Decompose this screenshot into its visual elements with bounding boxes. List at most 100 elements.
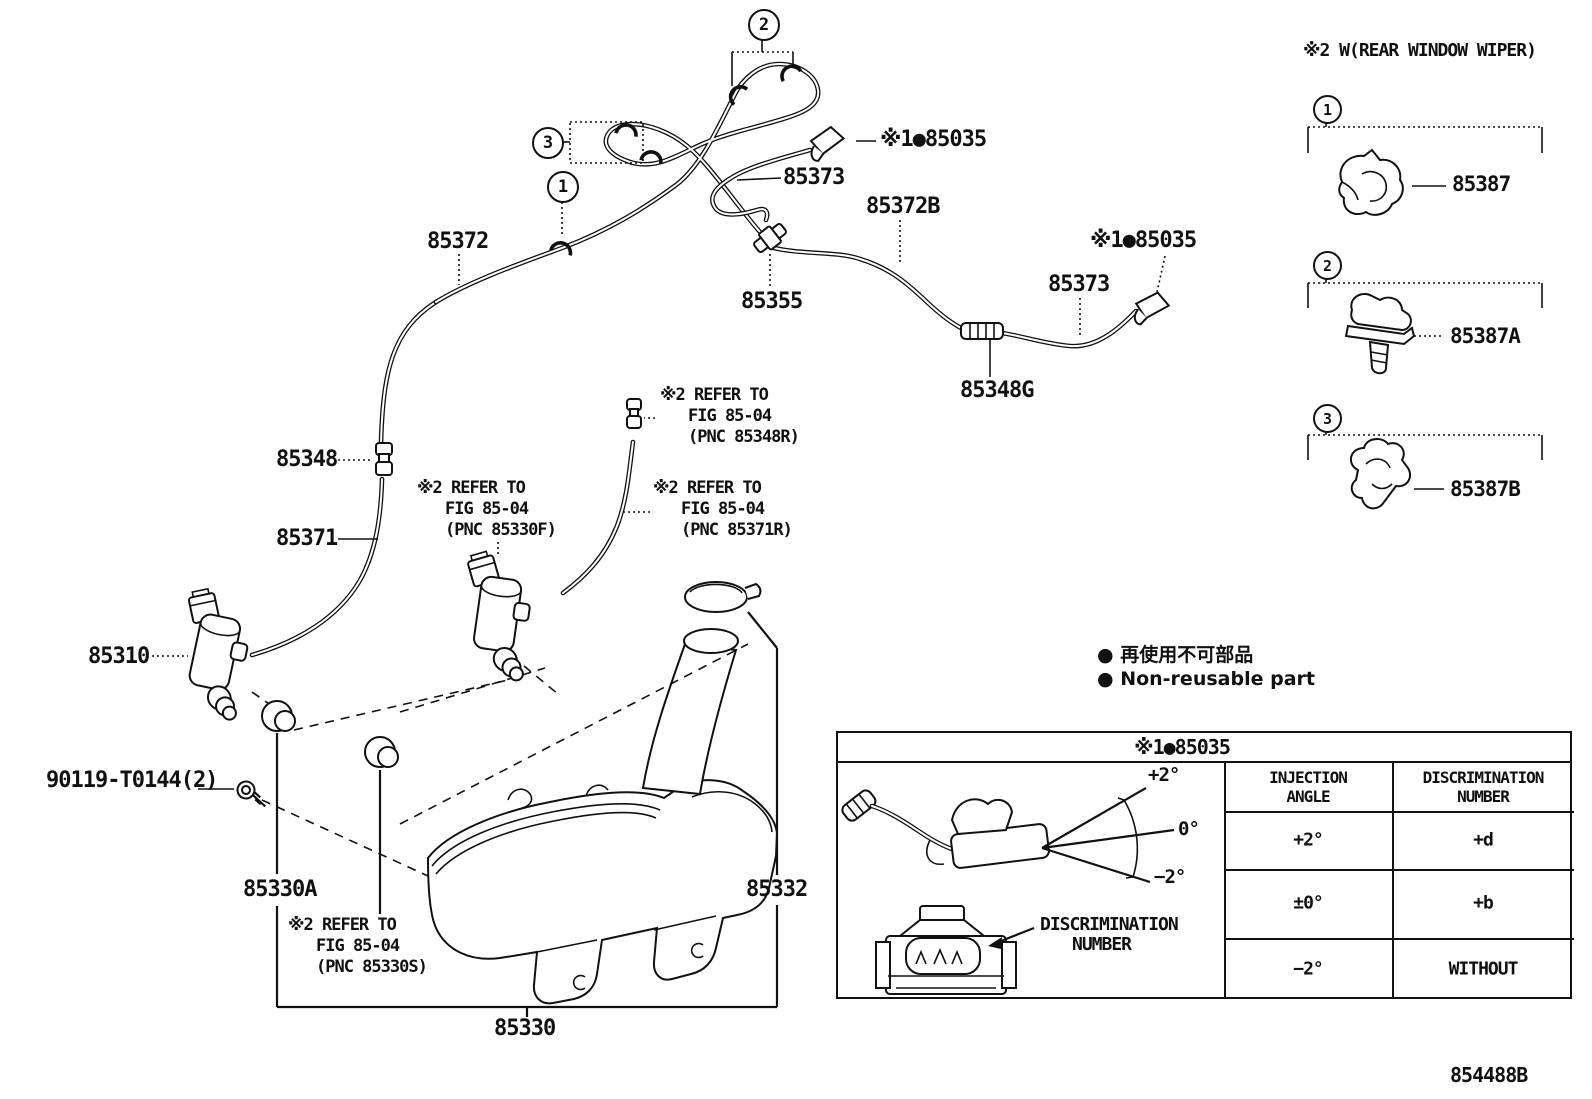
- part-label-85330: 85330: [494, 1016, 556, 1041]
- callout-connectors: [561, 38, 794, 236]
- part-label-85373-rear: 85373: [1048, 272, 1110, 297]
- col-header-discrimination-number: DISCRIMINATION NUMBER: [1422, 768, 1545, 806]
- injection-angle-diagram: [841, 787, 1175, 995]
- bolt-90119: [236, 780, 266, 808]
- table-row-divider-2: [1224, 869, 1574, 871]
- part-label-90119: 90119-T0144(2): [46, 768, 218, 793]
- note-line: (PNC 85330F): [445, 520, 557, 540]
- angle-label-zero: 0°: [1178, 818, 1200, 840]
- pointer-label-line1: DISCRIMINATION: [1040, 914, 1179, 935]
- legend-non-reusable-en: ● Non-reusable part: [1097, 668, 1315, 690]
- note-line: FIG 85-04: [688, 406, 772, 426]
- nozzle-hose-connector: [841, 789, 877, 822]
- cell-angle-row3: −2°: [1293, 958, 1323, 980]
- note-line: (PNC 85348R): [688, 427, 800, 447]
- note-line: ※2 REFER TO: [653, 478, 762, 498]
- col-header-injection-angle: INJECTION ANGLE: [1269, 768, 1348, 806]
- pointer-label-line2: NUMBER: [1072, 934, 1132, 955]
- joint-85348: [375, 442, 393, 476]
- joint-85355: [753, 223, 787, 253]
- part-label-85387A: 85387A: [1450, 324, 1521, 348]
- part-label-85332: 85332: [746, 877, 808, 902]
- cell-number-row2: +b: [1473, 892, 1494, 914]
- table-header-divider: [838, 761, 1570, 763]
- note-line: FIG 85-04: [681, 499, 765, 519]
- angle-label-plus2: +2°: [1148, 764, 1180, 786]
- washer-nozzle-front: [809, 125, 846, 162]
- part-label-85035-front: ※1●85035: [880, 127, 987, 152]
- pointer-arrowhead: [988, 937, 1002, 949]
- note-ref-85330F: ※2 REFER TO FIG 85-04 (PNC 85330F): [417, 478, 557, 541]
- filler-neck: [641, 628, 739, 796]
- joint-85348G: [960, 322, 1004, 340]
- panel-callout-1: 1: [1313, 95, 1342, 124]
- washer-tank-drawing: [426, 779, 779, 1005]
- table-row-divider-1: [1224, 811, 1574, 813]
- tank-cap: [684, 581, 762, 613]
- table-row-divider-3: [1224, 938, 1574, 940]
- part-label-85330A: 85330A: [243, 877, 317, 902]
- note-line: ※2 REFER TO: [660, 385, 769, 405]
- table-title: ※1●85035: [1134, 735, 1231, 759]
- clip-85387-drawing: [1338, 148, 1404, 216]
- cell-number-row1: +d: [1473, 829, 1494, 851]
- callout-3: 3: [532, 127, 564, 159]
- note-line: ※2 REFER TO: [288, 915, 397, 935]
- joint-85348R: [626, 398, 642, 429]
- rear-wiper-panel-title: ※2 W(REAR WINDOW WIPER): [1303, 40, 1537, 61]
- figure-code: 854488B: [1450, 1063, 1528, 1087]
- note-line: (PNC 85330S): [316, 957, 428, 977]
- discrimination-number-drawing: [875, 905, 1017, 995]
- grommet-1: [261, 700, 296, 732]
- leader-lines: [152, 140, 1166, 790]
- table-vertical-divider-2: [1392, 763, 1394, 997]
- part-label-85310: 85310: [88, 644, 150, 669]
- hose-85372B: [770, 247, 963, 329]
- part-label-85372B: 85372B: [866, 194, 940, 219]
- clip-85387A-drawing: [1344, 292, 1416, 375]
- assembly-dashed-lines: [251, 643, 749, 877]
- cell-angle-row2: ±0°: [1293, 892, 1323, 914]
- note-line: (PNC 85371R): [681, 520, 793, 540]
- part-label-85035-rear: ※1●85035: [1090, 228, 1197, 253]
- angle-label-minus2: −2°: [1154, 866, 1186, 888]
- cell-angle-row1: +2°: [1293, 829, 1323, 851]
- hose-clips: [548, 60, 803, 258]
- col-header-line: INJECTION: [1269, 768, 1348, 787]
- part-label-85387B: 85387B: [1450, 477, 1521, 501]
- note-line: FIG 85-04: [316, 936, 400, 956]
- clip-85387B-drawing: [1349, 438, 1412, 510]
- callout-2: 2: [748, 9, 780, 41]
- washer-nozzle-rear: [1133, 291, 1171, 326]
- part-label-85387: 85387: [1452, 172, 1511, 196]
- col-header-line: NUMBER: [1457, 787, 1510, 806]
- washer-pump-85330F: [448, 545, 547, 688]
- grommet-2: [364, 736, 399, 768]
- hose-85371: [252, 479, 382, 655]
- nozzle-clip: [950, 798, 1014, 836]
- part-label-85355: 85355: [741, 289, 803, 314]
- cell-number-row3: WITHOUT: [1448, 958, 1519, 980]
- legend-non-reusable-jp: ● 再使用不可部品: [1097, 644, 1254, 666]
- part-label-85348G: 85348G: [960, 378, 1034, 403]
- col-header-line: DISCRIMINATION: [1422, 768, 1545, 787]
- panel-callout-2: 2: [1313, 251, 1342, 280]
- callout-1: 1: [547, 171, 579, 203]
- hose-85371R: [563, 442, 633, 593]
- note-ref-85371R: ※2 REFER TO FIG 85-04 (PNC 85371R): [653, 478, 793, 541]
- part-label-85372: 85372: [427, 229, 489, 254]
- injection-angle-table: ※1●85035 INJECTION ANGLE DISCRIMINATION …: [836, 731, 1574, 999]
- part-label-85373-front: 85373: [783, 165, 845, 190]
- label-bracket-lines: [275, 611, 779, 1017]
- note-line: ※2 REFER TO: [417, 478, 526, 498]
- part-label-85371: 85371: [276, 526, 338, 551]
- note-ref-85330S: ※2 REFER TO FIG 85-04 (PNC 85330S): [288, 915, 428, 978]
- hose-85373-rear: [1002, 311, 1136, 346]
- note-ref-85348R: ※2 REFER TO FIG 85-04 (PNC 85348R): [660, 385, 800, 448]
- table-vertical-divider-1: [1224, 763, 1226, 997]
- panel-callout-3: 3: [1313, 404, 1342, 433]
- part-label-85348: 85348: [276, 447, 338, 472]
- note-line: FIG 85-04: [445, 499, 529, 519]
